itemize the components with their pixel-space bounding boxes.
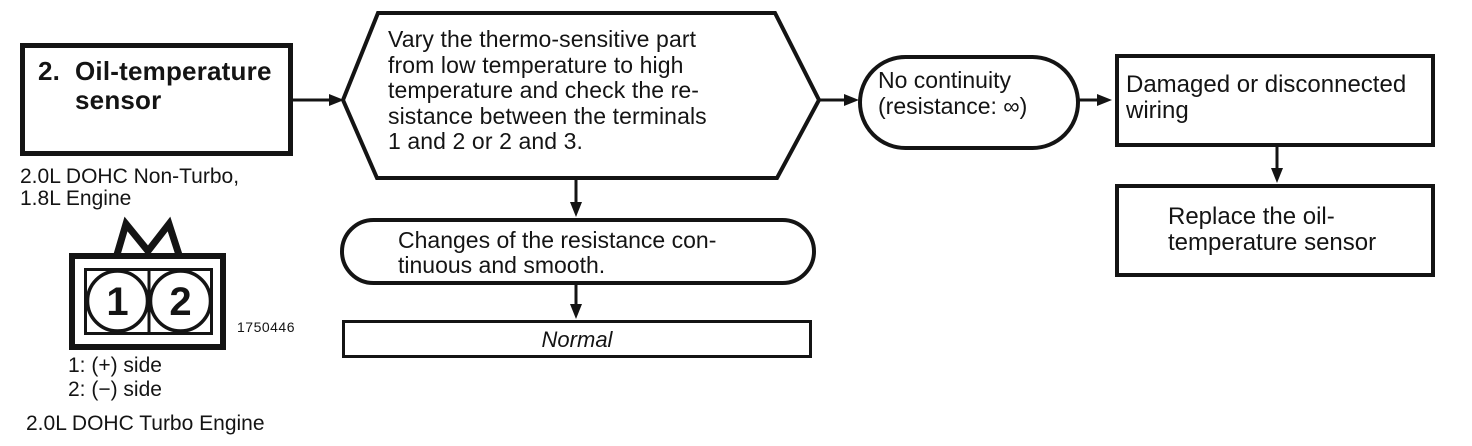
pin2-polarity-label: 2: (−) side (68, 377, 162, 401)
connector-pin1-number: 1 (106, 280, 128, 324)
figure-code: 1750446 (237, 319, 296, 335)
arrow-cause-to-action-head (1271, 168, 1283, 183)
action-line2: temperature sensor (1168, 229, 1377, 256)
no-continuity-oval: No continuity (resistance: ∞) (858, 55, 1080, 150)
vary-step-line4: sistance between the terminals (388, 102, 707, 129)
result-ok-stadium: Changes of the resistance con- tinuous a… (340, 218, 816, 285)
engine-note-top-line1: 2.0L DOHC Non-Turbo, (20, 165, 240, 188)
step-title-text2: sensor (75, 85, 162, 115)
no-continuity-line2: (resistance: ∞) (878, 92, 1028, 119)
result-ok-line2: tinuous and smooth. (398, 252, 606, 278)
connector-pin1-circle (85, 269, 150, 333)
pin1-polarity-label: 1: (+) side (68, 354, 162, 377)
action-box: Replace the oil- temperature sensor (1115, 184, 1435, 277)
connector-key-tabs (112, 216, 184, 260)
engine-note-top-line2: 1.8L Engine (20, 187, 132, 210)
cause-line1: Damaged or disconnected (1126, 71, 1407, 98)
step-title-line2: sensor (38, 86, 288, 115)
arrow-hexagon-to-oval-head (844, 94, 859, 106)
cause-line2: wiring (1126, 97, 1189, 124)
normal-outcome-box: Normal (342, 320, 812, 358)
arrow-result-to-normal-head (570, 304, 582, 319)
engine-note-top: 2.0L DOHC Non-Turbo, 1.8L Engine (20, 166, 239, 210)
pin-polarity-labels: 1: (+) side 2: (−) side (68, 354, 162, 401)
step-title-box: 2. Oil-temperature sensor (20, 43, 293, 156)
step-title-text1: Oil-temperature (75, 56, 272, 86)
arrow-title-to-hexagon-head (329, 94, 344, 106)
vary-step-line2: from low temperature to high (388, 51, 684, 78)
vary-step-line3: temperature and check the re- (388, 77, 700, 103)
connector-pin2-number: 2 (169, 280, 191, 324)
action-line1: Replace the oil- (1168, 203, 1335, 230)
cause-box: Damaged or disconnected wiring (1115, 54, 1435, 147)
result-ok-line1: Changes of the resistance con- (398, 227, 717, 253)
step-number: 2. (38, 56, 61, 86)
step-title-line1: 2. Oil-temperature (38, 57, 288, 86)
arrow-hexagon-to-result-head (570, 202, 582, 217)
arrow-oval-to-cause-head (1097, 94, 1112, 106)
vary-step-text: Vary the thermo-sensitive part from low … (388, 26, 707, 155)
engine-note-bottom: 2.0L DOHC Turbo Engine (26, 412, 265, 435)
vary-step-line5: 1 and 2 or 2 and 3. (388, 128, 583, 154)
vary-step-line1: Vary the thermo-sensitive part (388, 26, 697, 52)
no-continuity-line1: No continuity (878, 67, 1011, 93)
connector-pin2-circle (148, 269, 213, 333)
